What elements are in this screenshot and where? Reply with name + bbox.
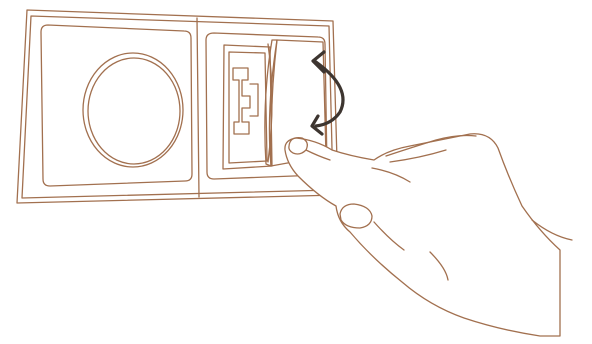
mechanism-slot [250,84,258,116]
frame-divider [197,18,199,197]
dimmer-knob-inner [88,58,180,164]
dimmer-knob-outer [83,53,183,167]
hand [285,134,572,336]
curved-double-arrow [312,52,343,134]
rotary-dimmer-knob [41,25,192,186]
double-frame-switch-plate [17,10,338,203]
dimmer-plate [41,25,192,186]
arrow-arc [316,62,343,126]
hand-silhouette [285,134,560,336]
mechanism-contact [233,68,250,134]
frame-inner-edge [22,16,333,198]
frame-outer-edge [17,10,338,203]
